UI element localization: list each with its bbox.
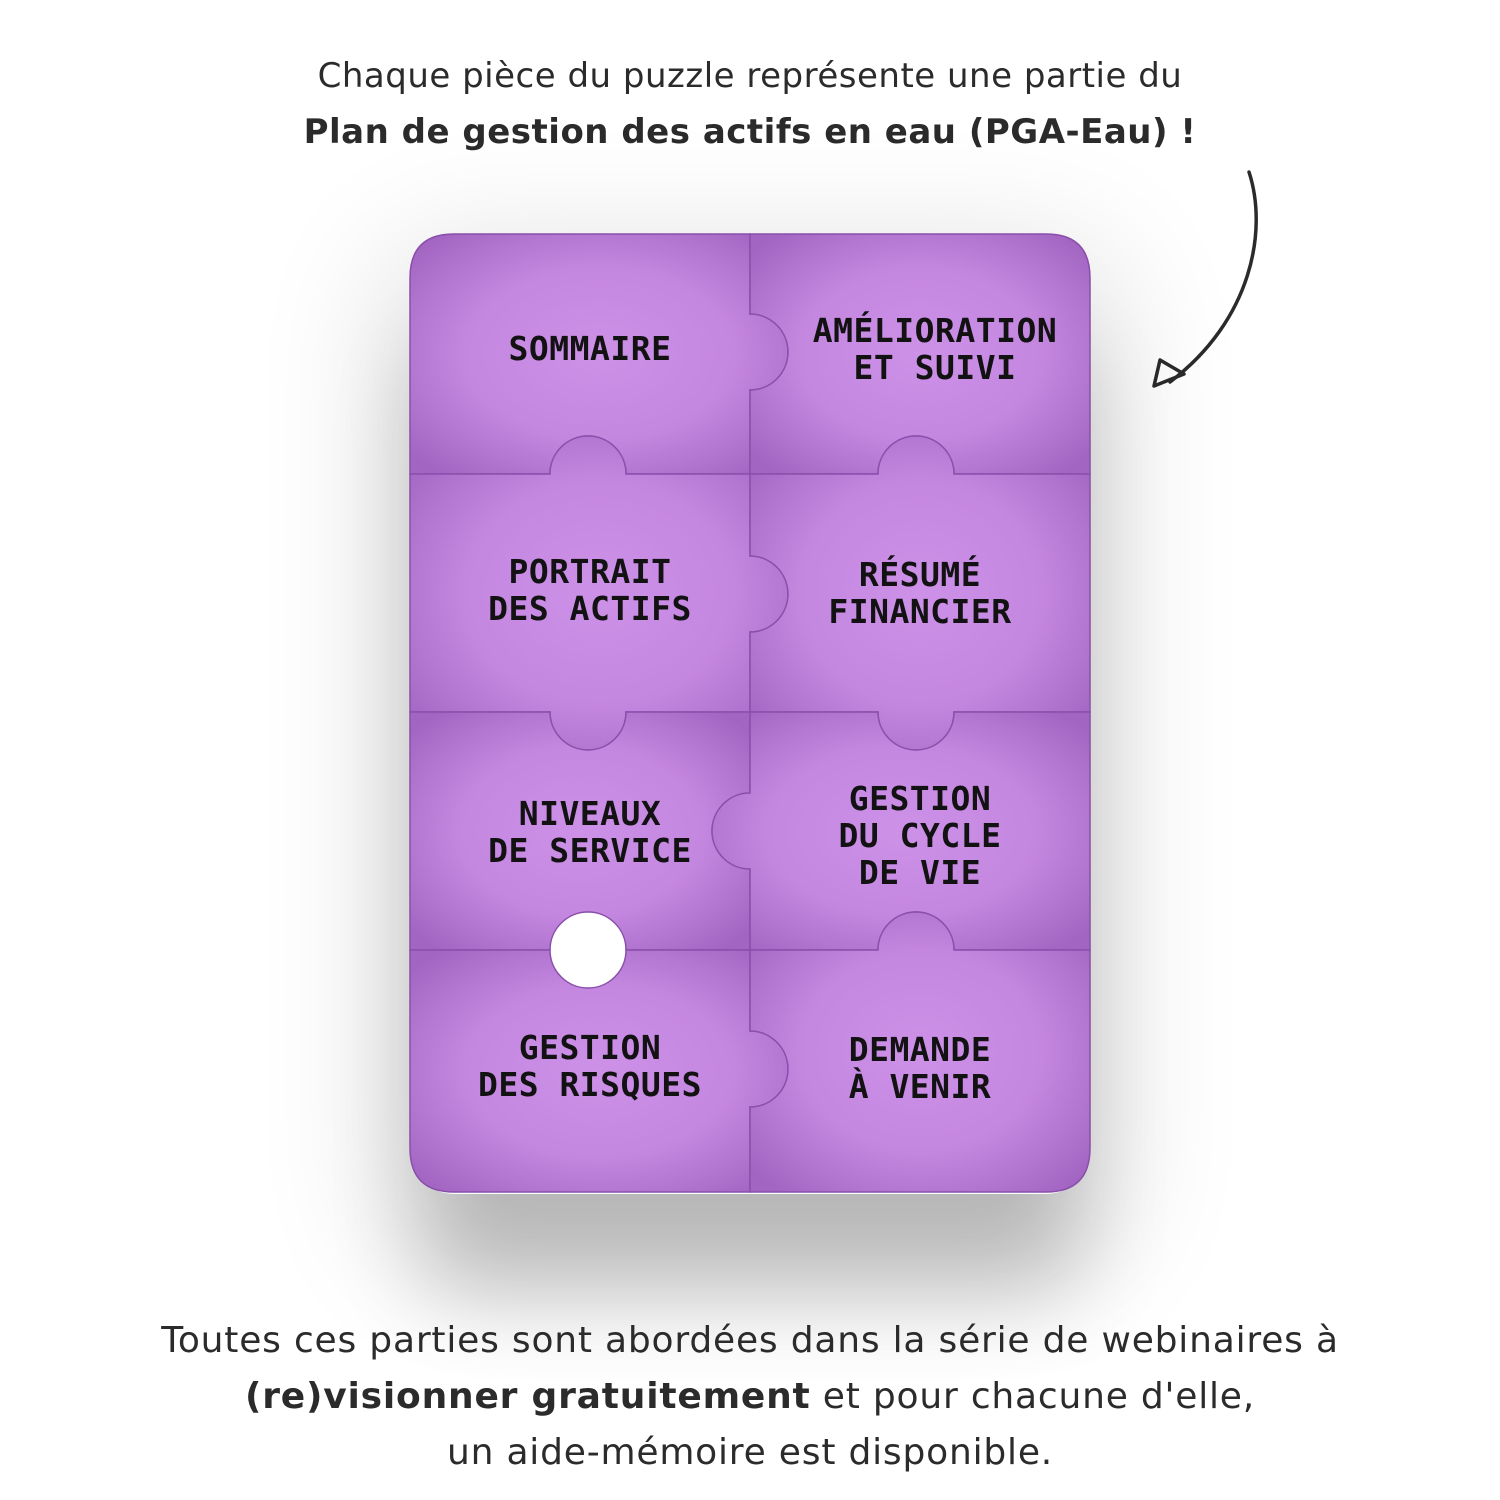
piece-label-risques: GESTION DES RISQUES — [477, 1028, 703, 1104]
outro-bold-text: (re)visionner gratuitement — [245, 1376, 811, 1417]
piece-label-resume: RÉSUMÉ FINANCIER — [828, 555, 1012, 631]
outro-line-3: un aide-mémoire est disponible. — [446, 1432, 1054, 1473]
outro-text: Toutes ces parties sont abordées dans la… — [0, 1313, 1500, 1481]
piece-label-portrait: PORTRAIT DES ACTIFS — [488, 552, 692, 628]
intro-line-2: Plan de gestion des actifs en eau (PGA-E… — [303, 112, 1197, 152]
piece-label-sommaire: SOMMAIRE — [508, 329, 672, 368]
piece-label-amelioration: AMÉLIORATION ET SUIVI — [812, 311, 1058, 387]
outro-line-2-rest: et pour chacune d'elle, — [810, 1376, 1255, 1417]
intro-line-1: Chaque pièce du puzzle représente une pa… — [317, 56, 1183, 96]
piece-label-cycle-de-vie: GESTION DU CYCLE DE VIE — [838, 779, 1002, 892]
outro-line-2: (re)visionner gratuitement et pour chacu… — [0, 1369, 1500, 1425]
outro-line-1: Toutes ces parties sont abordées dans la… — [161, 1320, 1339, 1361]
intro-text: Chaque pièce du puzzle représente une pa… — [0, 48, 1500, 160]
puzzle-piece-demande — [749, 911, 1091, 1193]
piece-label-niveaux: NIVEAUX DE SERVICE — [488, 794, 692, 870]
piece-label-demande: DEMANDE À VENIR — [848, 1030, 992, 1106]
curved-arrow-icon — [1152, 170, 1258, 388]
